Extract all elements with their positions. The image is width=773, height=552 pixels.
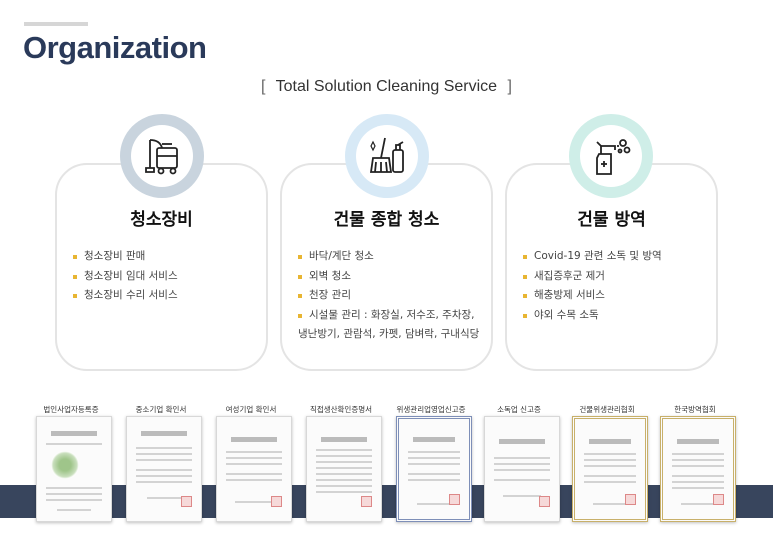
bracket-open: [ bbox=[261, 78, 266, 95]
bullet-icon bbox=[523, 294, 527, 298]
certificate-label: 한국방역협회 bbox=[674, 405, 716, 414]
certificate-image bbox=[36, 416, 112, 522]
list-item: 시설물 관리 : 화장실, 저수조, 주차장, bbox=[298, 306, 481, 326]
service-title: 건물 방역 bbox=[577, 210, 646, 230]
list-item: 야외 수목 소독 bbox=[523, 306, 706, 326]
page-subtitle: [ Total Solution Cleaning Service ] bbox=[0, 78, 773, 96]
bullet-icon bbox=[523, 255, 527, 259]
bullet-icon bbox=[73, 274, 77, 279]
certificate-label: 위생관리업영업신고증 bbox=[396, 405, 466, 414]
certificate-image bbox=[126, 416, 202, 522]
service-list: 바닥/계단 청소 외벽 청소 천장 관리 시설물 관리 : 화장실, 저수조, … bbox=[298, 247, 481, 345]
bullet-icon bbox=[298, 274, 302, 279]
service-title: 청소장비 bbox=[130, 210, 193, 230]
certificate-label: 직접생산확인증명서 bbox=[309, 405, 373, 414]
certificate-image bbox=[216, 416, 292, 522]
building-cleaning-icon bbox=[369, 137, 404, 173]
certificate-label: 중소기업 확인서 bbox=[135, 405, 187, 414]
service-title: 건물 종합 청소 bbox=[333, 210, 440, 230]
list-item: 해충방제 서비스 bbox=[523, 286, 706, 306]
service-list: 청소장비 판매 청소장비 임대 서비스 청소장비 수리 서비스 bbox=[73, 247, 256, 306]
icon-ring bbox=[345, 114, 429, 198]
cleaning-equipment-icon bbox=[145, 139, 178, 175]
list-item: 청소장비 임대 서비스 bbox=[73, 267, 256, 287]
page-title: Organization bbox=[23, 30, 207, 65]
list-item: 바닥/계단 청소 bbox=[298, 247, 481, 267]
list-item: Covid-19 관련 소독 및 방역 bbox=[523, 247, 706, 267]
bullet-icon bbox=[298, 313, 302, 318]
top-divider bbox=[24, 22, 88, 26]
list-item: 청소장비 판매 bbox=[73, 247, 256, 267]
bullet-icon bbox=[73, 255, 77, 259]
certificate-image bbox=[484, 416, 560, 522]
certificate-label: 소독업 신고증 bbox=[497, 405, 541, 414]
bullet-icon bbox=[523, 313, 527, 318]
certificate-image bbox=[572, 416, 648, 522]
certificate-image bbox=[396, 416, 472, 522]
certificate-label: 법인사업자등록증 bbox=[43, 405, 99, 414]
list-item: 청소장비 수리 서비스 bbox=[73, 286, 256, 306]
certificate-label: 여성기업 확인서 bbox=[225, 405, 277, 414]
bullet-icon bbox=[298, 255, 302, 259]
certificate-image bbox=[660, 416, 736, 522]
bullet-icon bbox=[73, 294, 77, 298]
bullet-icon bbox=[298, 294, 302, 298]
list-item: 새집증후군 제거 bbox=[523, 267, 706, 287]
list-item: 외벽 청소 bbox=[298, 267, 481, 287]
certificate-band bbox=[0, 485, 773, 518]
certificate-label: 건물위생관리협회 bbox=[579, 405, 635, 414]
bracket-close: ] bbox=[507, 78, 512, 95]
bullet-icon bbox=[523, 274, 527, 279]
certificate-image bbox=[306, 416, 382, 522]
service-list: Covid-19 관련 소독 및 방역 새집증후군 제거 해충방제 서비스 야외… bbox=[523, 247, 706, 325]
icon-ring bbox=[120, 114, 204, 198]
subtitle-text: Total Solution Cleaning Service bbox=[275, 78, 498, 95]
list-item-continuation: 냉난방기, 관람석, 카펫, 담벼락, 구내식당 bbox=[298, 328, 480, 340]
icon-ring bbox=[569, 114, 653, 198]
list-item: 천장 관리 bbox=[298, 286, 481, 306]
seal-image bbox=[51, 451, 79, 479]
disinfection-spray-icon bbox=[596, 139, 631, 175]
